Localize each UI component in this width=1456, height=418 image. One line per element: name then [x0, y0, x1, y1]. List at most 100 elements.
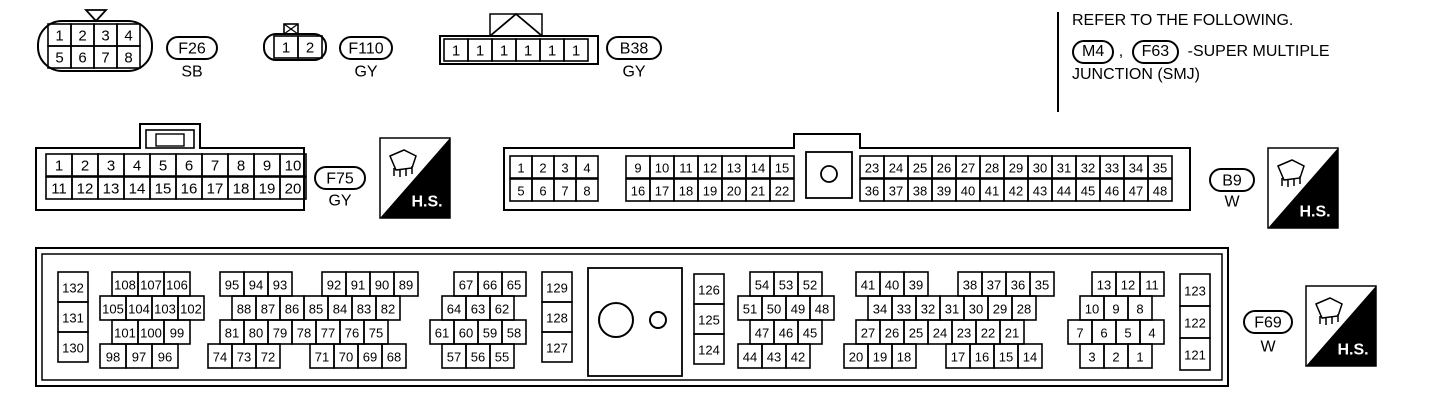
pin-number: 3 [107, 158, 115, 175]
pin-number: 1 [517, 161, 524, 176]
connector-tag-outline [339, 36, 393, 60]
pin-number: 24 [889, 161, 903, 176]
pin-number: 32 [921, 302, 935, 317]
pin-cell [1179, 337, 1211, 371]
pin-number: 7 [1076, 326, 1083, 341]
pin-number: 1 [500, 43, 508, 60]
pin-cell [381, 343, 407, 369]
pin-number: 40 [885, 278, 899, 293]
pin-number: 45 [1081, 184, 1095, 199]
b9-housing [503, 133, 1191, 211]
pin-number: 8 [124, 50, 132, 67]
connector-tag: B9 [1222, 173, 1242, 190]
pin-number: 98 [106, 350, 120, 365]
pin-number: 60 [459, 326, 473, 341]
pin-cell [116, 45, 141, 69]
pin-number: 46 [779, 326, 793, 341]
pin-number: 34 [873, 302, 887, 317]
pin-number: 99 [170, 326, 184, 341]
pin-number: 64 [447, 302, 461, 317]
pin-number: 63 [471, 302, 485, 317]
pin-number: 59 [483, 326, 497, 341]
pin-number: 69 [363, 350, 377, 365]
pin-number: 22 [981, 326, 995, 341]
pin-number: 21 [1005, 326, 1019, 341]
pin-number: 36 [865, 184, 879, 199]
pin-number: 2 [306, 40, 314, 57]
harness-connector-icon [1315, 297, 1343, 325]
pin-number: 47 [1129, 184, 1143, 199]
pin-number: 2 [78, 28, 86, 45]
f69-housing-inner [41, 253, 1223, 381]
pin-cell [393, 271, 419, 297]
pin-number: 48 [815, 302, 829, 317]
pin-cell [177, 295, 205, 321]
pin-number: 20 [727, 184, 741, 199]
pin-number: 3 [1088, 350, 1095, 365]
pin-number: 54 [755, 278, 769, 293]
pin-number: 106 [166, 278, 188, 293]
pin-number: 1 [452, 43, 460, 60]
f69-small-hole [649, 311, 667, 329]
pin-number: 12 [77, 181, 94, 198]
pin-number: 29 [1009, 161, 1023, 176]
b9-color: W [1224, 194, 1240, 211]
pin-number: 56 [471, 350, 485, 365]
harness-connector-icon [1277, 159, 1305, 187]
pin-number: 11 [51, 181, 67, 198]
pin-number: 48 [1153, 184, 1167, 199]
note-line-2: M4 , F63 -SUPER MULTIPLE [1072, 40, 1330, 64]
pin-cell [785, 343, 811, 369]
connector-tag-outline [606, 36, 662, 60]
pin-number: 6 [1100, 326, 1107, 341]
pin-number: 78 [297, 326, 311, 341]
pin-number: 3 [561, 161, 568, 176]
pin-number: 81 [225, 326, 239, 341]
pin-number: 2 [539, 161, 546, 176]
pin-number: 18 [233, 181, 250, 198]
pin-number: 126 [698, 283, 720, 298]
note-line-1: REFER TO THE FOLLOWING. [1072, 12, 1294, 29]
pin-number: 14 [1023, 350, 1037, 365]
pin-number: 3 [101, 28, 109, 45]
pin-number: 24 [933, 326, 947, 341]
pin-number: 68 [387, 350, 401, 365]
pin-number: 5 [517, 184, 524, 199]
pin-number: 53 [779, 278, 793, 293]
pin-number: 20 [285, 181, 302, 198]
pin-number: 70 [339, 350, 353, 365]
pin-number: 94 [249, 278, 263, 293]
pin-cell [693, 333, 725, 365]
pin-number: 131 [62, 311, 84, 326]
f110-key-cross [283, 23, 299, 35]
pin-number: 130 [62, 341, 84, 356]
harness-connector-icon [389, 149, 417, 177]
hs-symbol: H.S. [1267, 147, 1339, 229]
pin-cell [57, 331, 89, 363]
pin-number: 1 [572, 43, 580, 60]
b38-key [487, 12, 545, 37]
pin-number: 12 [1121, 278, 1135, 293]
pin-number: 18 [897, 350, 911, 365]
pin-number: 37 [987, 278, 1001, 293]
f75-key-inner [155, 133, 185, 147]
f75-key [145, 129, 195, 149]
pin-number: 41 [985, 184, 999, 199]
pin-number: 4 [1148, 326, 1155, 341]
pin-cell [769, 178, 795, 202]
f26-color: SB [181, 64, 202, 81]
pin-number: 62 [495, 302, 509, 317]
pin-number: 10 [1085, 302, 1099, 317]
connector-tag: F26 [178, 41, 206, 58]
note-tag-m4: M4 [1072, 40, 1115, 64]
pin-number: 102 [180, 302, 202, 317]
pin-number: 36 [1011, 278, 1025, 293]
pin-number: 41 [861, 278, 875, 293]
connector-tag-outline [166, 36, 218, 60]
pin-number: 6 [185, 158, 193, 175]
pin-number: 121 [1184, 348, 1206, 363]
pin-number: 5 [159, 158, 167, 175]
pin-number: 35 [1153, 161, 1167, 176]
